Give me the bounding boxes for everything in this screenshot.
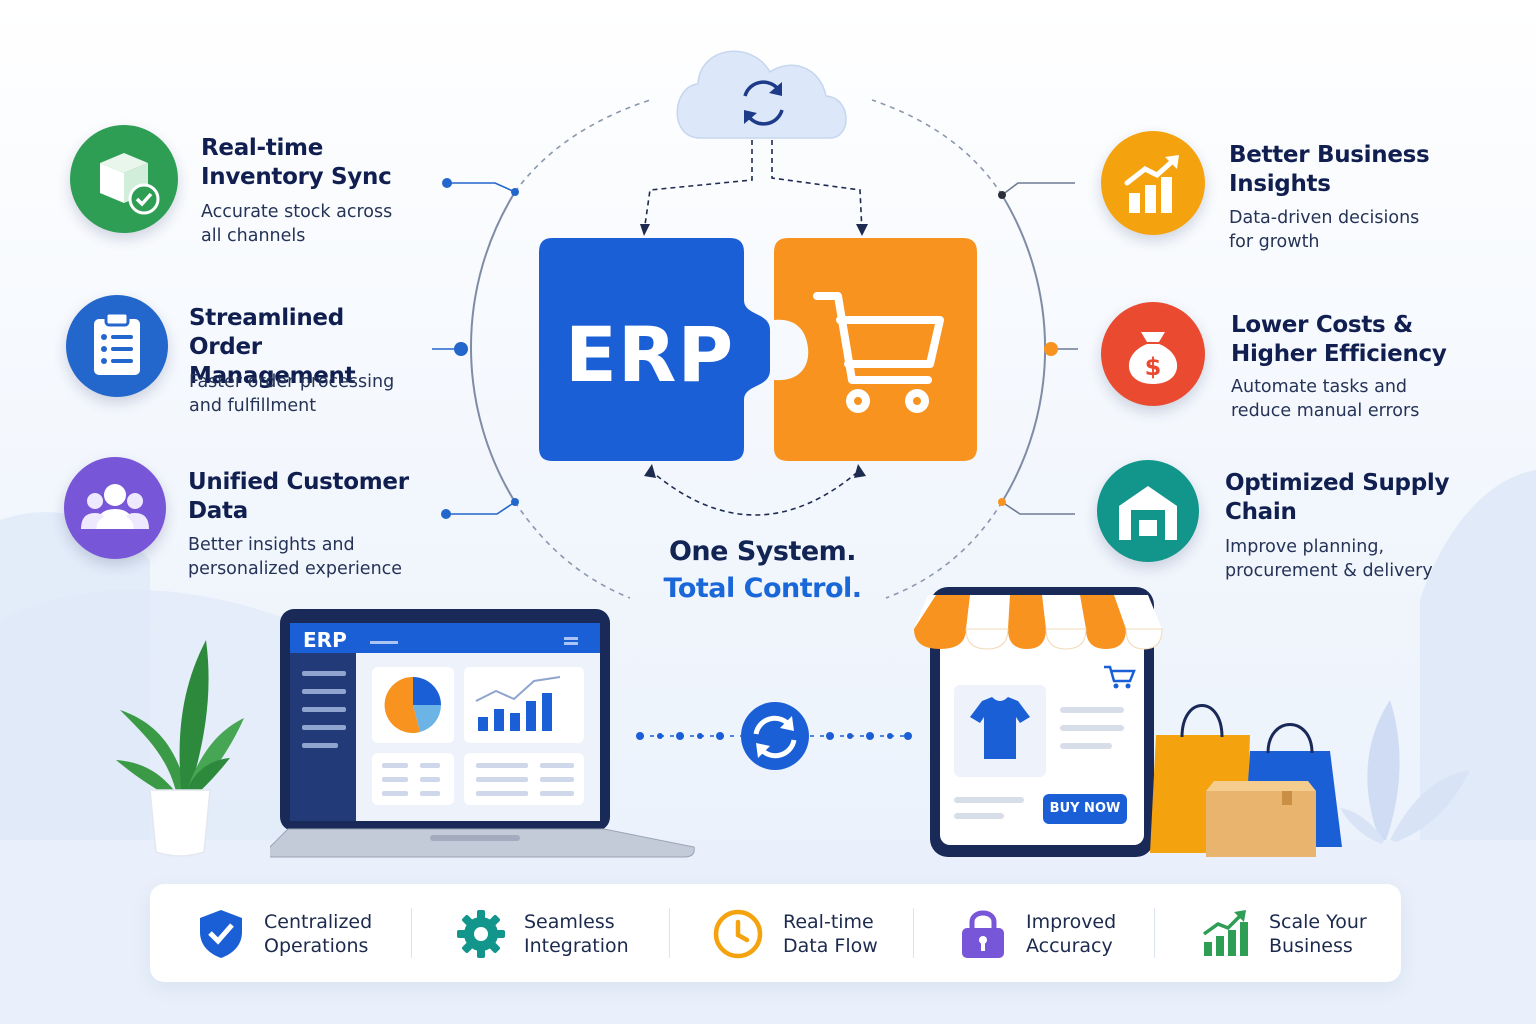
online-store-device [914, 587, 1342, 857]
erp-puzzle-piece [539, 238, 770, 461]
feature-title: Lower Costs &Higher Efficiency [1231, 312, 1447, 367]
divider [1154, 908, 1155, 958]
erp-label: ERP [565, 310, 735, 399]
laptop-erp-brand: ERP [303, 628, 347, 652]
clock-icon [713, 909, 763, 959]
shop-puzzle-piece [774, 238, 977, 461]
customers-group-icon [64, 457, 166, 559]
gear-icon [457, 910, 505, 958]
svg-text:$: $ [1145, 353, 1162, 381]
shield-check-icon [200, 910, 242, 958]
divider [913, 908, 914, 958]
tshirt-icon [970, 697, 1030, 759]
divider [669, 908, 670, 958]
money-bag-icon: $ [1101, 302, 1205, 406]
growth-arrow-icon [1202, 910, 1248, 956]
lock-icon [962, 910, 1004, 958]
cloud-sync-icon [676, 50, 847, 139]
tagline-line-2: Total Control. [663, 573, 862, 604]
plant-icon [116, 640, 244, 857]
warehouse-icon [1097, 460, 1199, 562]
decorative-leaves [1340, 700, 1470, 844]
growth-chart-icon [1101, 131, 1205, 235]
laptop-device [270, 609, 695, 858]
feature-description: Improve planning,procurement & delivery [1225, 537, 1433, 581]
benefits-bar [150, 884, 1401, 982]
inventory-box-check-icon [70, 125, 178, 233]
divider [411, 908, 412, 958]
shopping-cart-icon [813, 292, 944, 413]
tagline-line-1: One System. [668, 536, 857, 567]
buy-now-button[interactable]: BUY NOW [1043, 794, 1127, 824]
sync-arrows-icon [741, 702, 809, 770]
device-sync-connector [636, 702, 912, 770]
clipboard-list-icon [66, 295, 168, 397]
